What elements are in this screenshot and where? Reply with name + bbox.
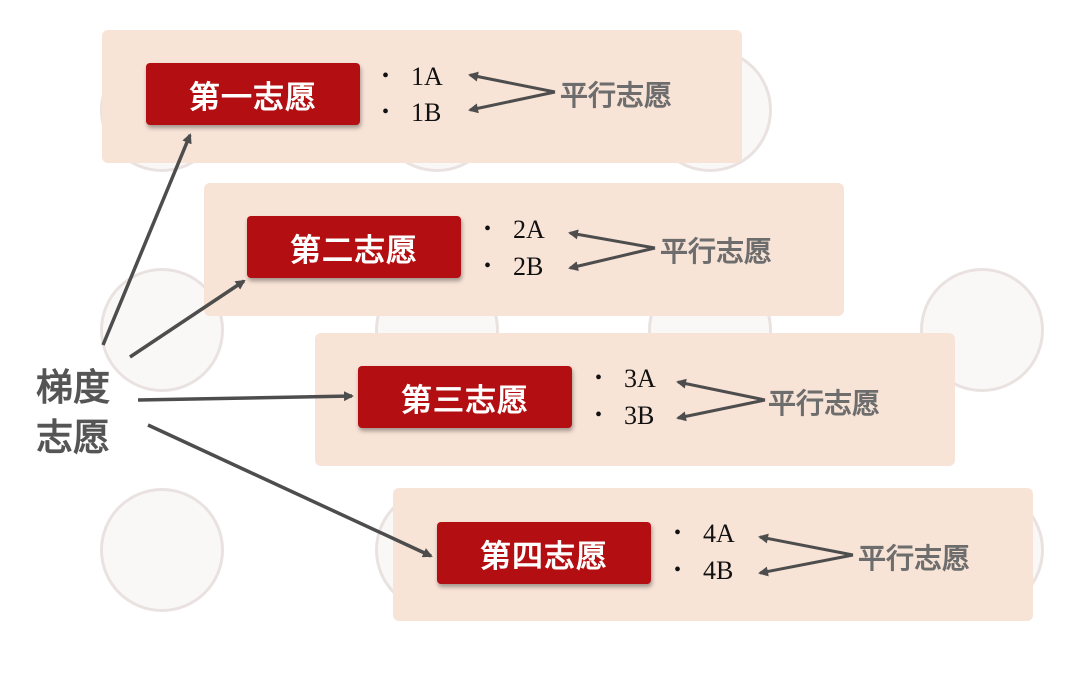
gradient-arrow-4: [147, 423, 433, 558]
parallel-arrow: [568, 229, 656, 250]
parallel-arrow: [758, 533, 854, 557]
parallel-arrow: [758, 553, 854, 577]
choice-item: •3A: [595, 364, 656, 393]
parallel-choice-label: 平行志愿: [660, 235, 773, 268]
gradient-arrow-1: [101, 133, 192, 346]
watermark-logo: [100, 268, 224, 392]
gradient-choice-label: 梯度志愿: [36, 365, 110, 459]
choice-item: •2A: [484, 215, 545, 244]
parallel-arrow: [468, 71, 556, 94]
parallel-arrow: [568, 246, 656, 272]
third-choice-box: 第三志愿: [358, 366, 572, 428]
choice-item: •4A: [674, 519, 735, 548]
parallel-choice-label: 平行志愿: [560, 79, 673, 112]
choice-item: •4B: [674, 556, 734, 585]
choice-item: •2B: [484, 252, 544, 281]
choice-item: •1A: [382, 62, 443, 91]
watermark-logo: [100, 488, 224, 612]
parallel-arrow: [676, 398, 766, 422]
parallel-choice-label: 平行志愿: [768, 387, 881, 420]
second-choice-box: 第二志愿: [247, 216, 461, 278]
first-choice-box: 第一志愿: [146, 63, 360, 125]
parallel-arrow: [468, 90, 556, 114]
choice-item: •1B: [382, 98, 442, 127]
gradient-arrow-3: [137, 391, 354, 402]
parallel-choice-label: 平行志愿: [858, 542, 971, 575]
gradient-arrow-2: [129, 279, 246, 359]
choice-item: •3B: [595, 401, 655, 430]
parallel-arrow: [676, 378, 766, 402]
fourth-choice-box: 第四志愿: [437, 522, 651, 584]
